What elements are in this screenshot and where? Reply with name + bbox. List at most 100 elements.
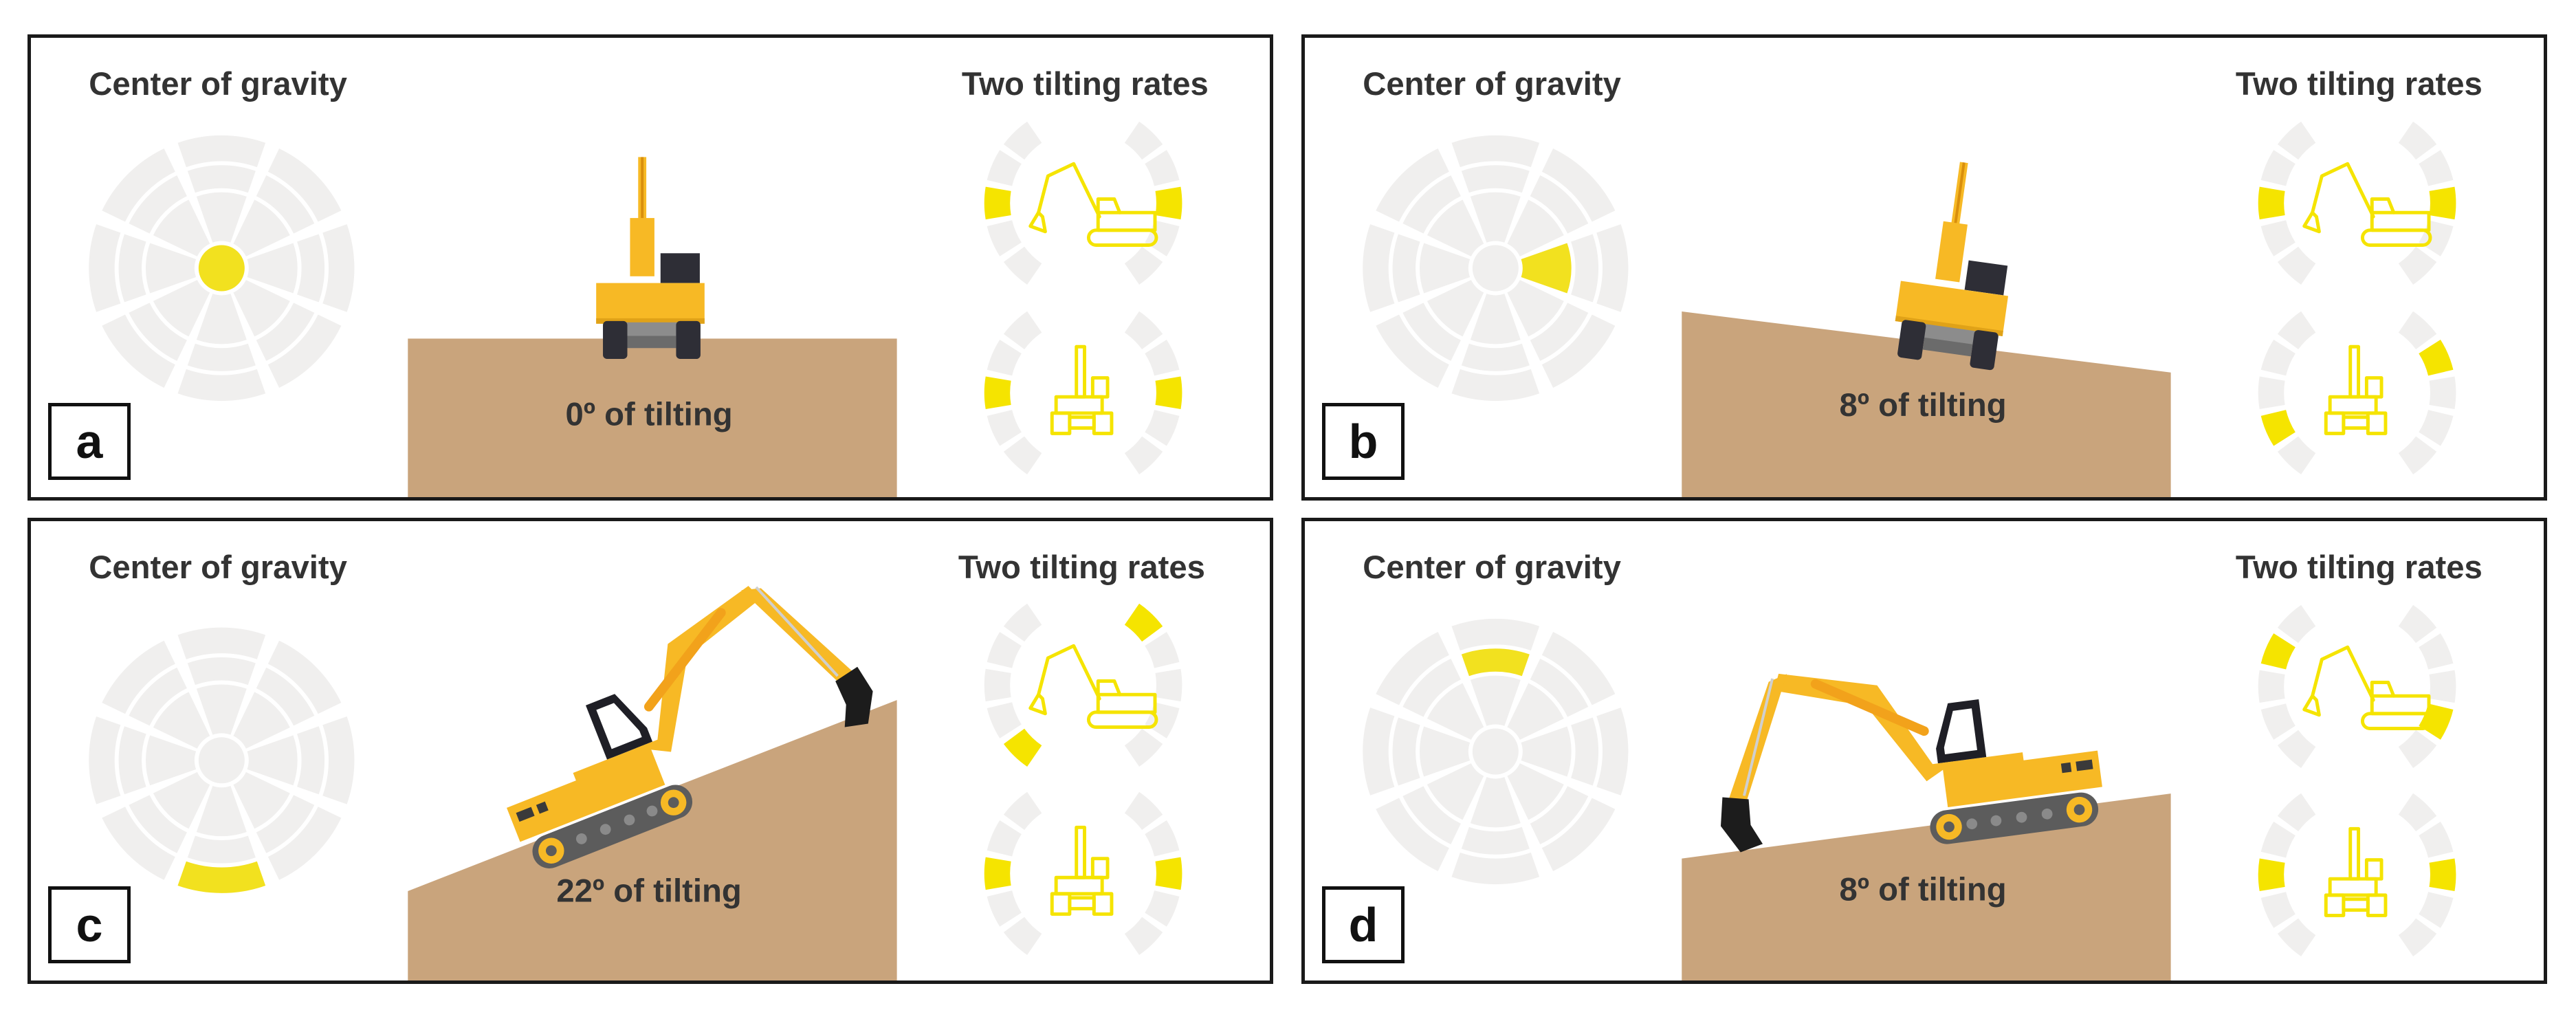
bucket (1720, 797, 1763, 853)
cog-cell (102, 640, 175, 714)
cog-cell (129, 667, 187, 726)
rate-segment-right (1145, 150, 1180, 186)
rate-segment-left (987, 410, 1022, 446)
cog-cell (1427, 683, 1484, 740)
cog-center-cell (1472, 728, 1519, 775)
cog-cell (196, 785, 247, 837)
rates-title: Two tilting rates (2236, 549, 2483, 586)
cog-cell (233, 280, 290, 337)
rate-segment-right (1124, 603, 1163, 642)
ground-block (408, 700, 897, 980)
cog-cell (233, 692, 290, 749)
rate-segment-right (1124, 791, 1163, 831)
cog-cell (1376, 314, 1449, 388)
rate-segment-right (2398, 918, 2437, 956)
cog-cell (1451, 618, 1540, 651)
rate-segment-left (2277, 311, 2316, 349)
cog-cell (247, 735, 298, 786)
cog-cell (1402, 659, 1461, 717)
cog-cell (1470, 777, 1521, 828)
cog-cell (1541, 631, 1616, 705)
cog-cell (1571, 717, 1599, 786)
excavator-front-outline-icon (1050, 344, 1114, 435)
panel-d: Center of gravity Two tilting rates 8º o… (1301, 518, 2547, 984)
cog-cell (1427, 763, 1484, 820)
rates-title: Two tilting rates (2236, 66, 2483, 102)
cog-title: Center of gravity (1363, 549, 1621, 586)
cog-cell (233, 199, 290, 256)
rate-segment-left (2260, 339, 2296, 376)
cog-cell (1376, 631, 1449, 705)
cog-cell (1507, 683, 1564, 740)
panel-b: Center of gravity Two tilting rates 8º o… (1301, 34, 2547, 501)
cog-cell (1427, 199, 1484, 256)
rate-segment-right (1145, 339, 1180, 376)
rate-segment-left (2260, 703, 2296, 740)
rate-segment-left (2277, 604, 2316, 644)
cog-cell (153, 771, 210, 829)
left-track (603, 320, 628, 360)
rate-segment-right (1145, 632, 1180, 668)
rate-segment-right (2419, 703, 2454, 740)
rate-segment-right (2419, 150, 2454, 186)
side-rate-gauge (2258, 604, 2456, 768)
rate-segment-right (2429, 186, 2456, 220)
cog-cell (1419, 726, 1471, 777)
cog-cell (233, 771, 290, 829)
cog-cell (1530, 659, 1589, 717)
excavator-side-outline-icon (1028, 644, 1158, 729)
cog-cell (102, 148, 175, 222)
cog-cell (177, 135, 266, 168)
cog-cell (1461, 648, 1530, 677)
side-rate-gauge (2258, 121, 2456, 285)
rate-segment-left (2277, 246, 2316, 285)
rate-segment-right (2398, 730, 2437, 768)
rate-segment-right (1124, 246, 1163, 285)
rate-segment-left (987, 150, 1022, 186)
cab-window (660, 253, 700, 283)
ground-block (1682, 311, 2171, 497)
rate-segment-left (2258, 186, 2285, 220)
rate-segment-right (2398, 604, 2437, 644)
rate-segment-right (1155, 186, 1182, 220)
rate-segment-right (2398, 246, 2437, 285)
excavator-side-view (507, 586, 873, 868)
cog-cell (1470, 192, 1521, 243)
cog-cell (102, 807, 175, 880)
cog-cell (1419, 243, 1471, 294)
cog-cell (1507, 763, 1564, 820)
cog-cell (187, 835, 256, 864)
cog-cell (1596, 224, 1629, 312)
rate-segment-left (2260, 150, 2296, 186)
rate-segment-left (984, 668, 1011, 702)
ground-block (1682, 793, 2171, 980)
rate-segment-right (1145, 410, 1180, 446)
cog-cell (118, 234, 146, 303)
cog-cell (1451, 369, 1540, 402)
cog-cell (118, 726, 146, 795)
cog-cell (1571, 234, 1599, 303)
cog-center-cell (198, 737, 245, 784)
cog-cell (1470, 294, 1521, 344)
rate-segment-right (2398, 436, 2437, 474)
rate-segment-left (984, 857, 1011, 890)
left-track (1897, 320, 1926, 360)
excavator-front-outline-icon (2324, 344, 2388, 435)
rate-segment-left (987, 820, 1022, 857)
upper-body (507, 743, 665, 842)
rate-segment-left (1003, 917, 1042, 955)
rate-segment-left (2260, 822, 2296, 858)
rate-segment-left (2277, 436, 2316, 474)
rate-segment-left (1003, 246, 1042, 285)
rate-segment-right (1145, 220, 1180, 256)
cog-cell (177, 627, 266, 659)
rate-segment-right (2429, 670, 2456, 703)
scene (408, 586, 897, 980)
panel-letter: a (48, 403, 131, 480)
scene (408, 157, 897, 497)
cog-cell (1521, 243, 1572, 294)
tilt-label: 8º of tilting (1839, 387, 2006, 424)
cog-target (89, 135, 355, 402)
cog-cell (256, 175, 315, 234)
cog-cell (1541, 148, 1616, 222)
